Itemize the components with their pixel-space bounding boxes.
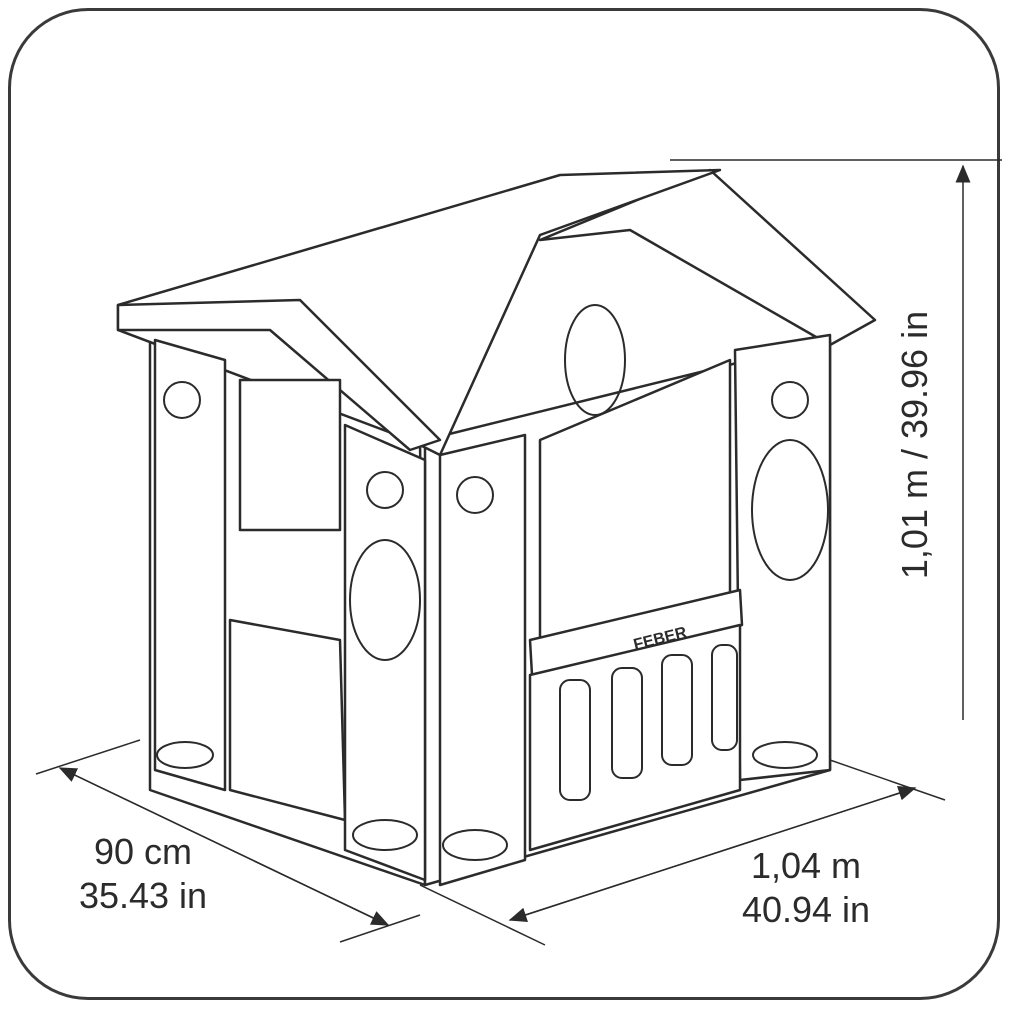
depth-extension-left [35, 739, 141, 775]
depth-metric: 90 cm [93, 831, 193, 872]
diagram-frame [8, 8, 1000, 1000]
door-left [228, 618, 347, 822]
depth-extension-right [339, 914, 421, 943]
depth-imperial: 35.43 in [78, 875, 208, 916]
window-left [238, 378, 342, 532]
dimension-lines [35, 159, 1002, 946]
height-label: 1,01 m / 39.96 in [894, 310, 935, 580]
fence-rail [528, 588, 744, 677]
depth-label: 90 cm 35.43 in [79, 830, 207, 918]
width-label: 1,04 m 40.94 in [742, 844, 870, 932]
playhouse [116, 168, 877, 887]
width-metric: 1,04 m [750, 845, 862, 886]
fence-posts [156, 304, 829, 861]
width-imperial: 40.94 in [741, 889, 871, 930]
